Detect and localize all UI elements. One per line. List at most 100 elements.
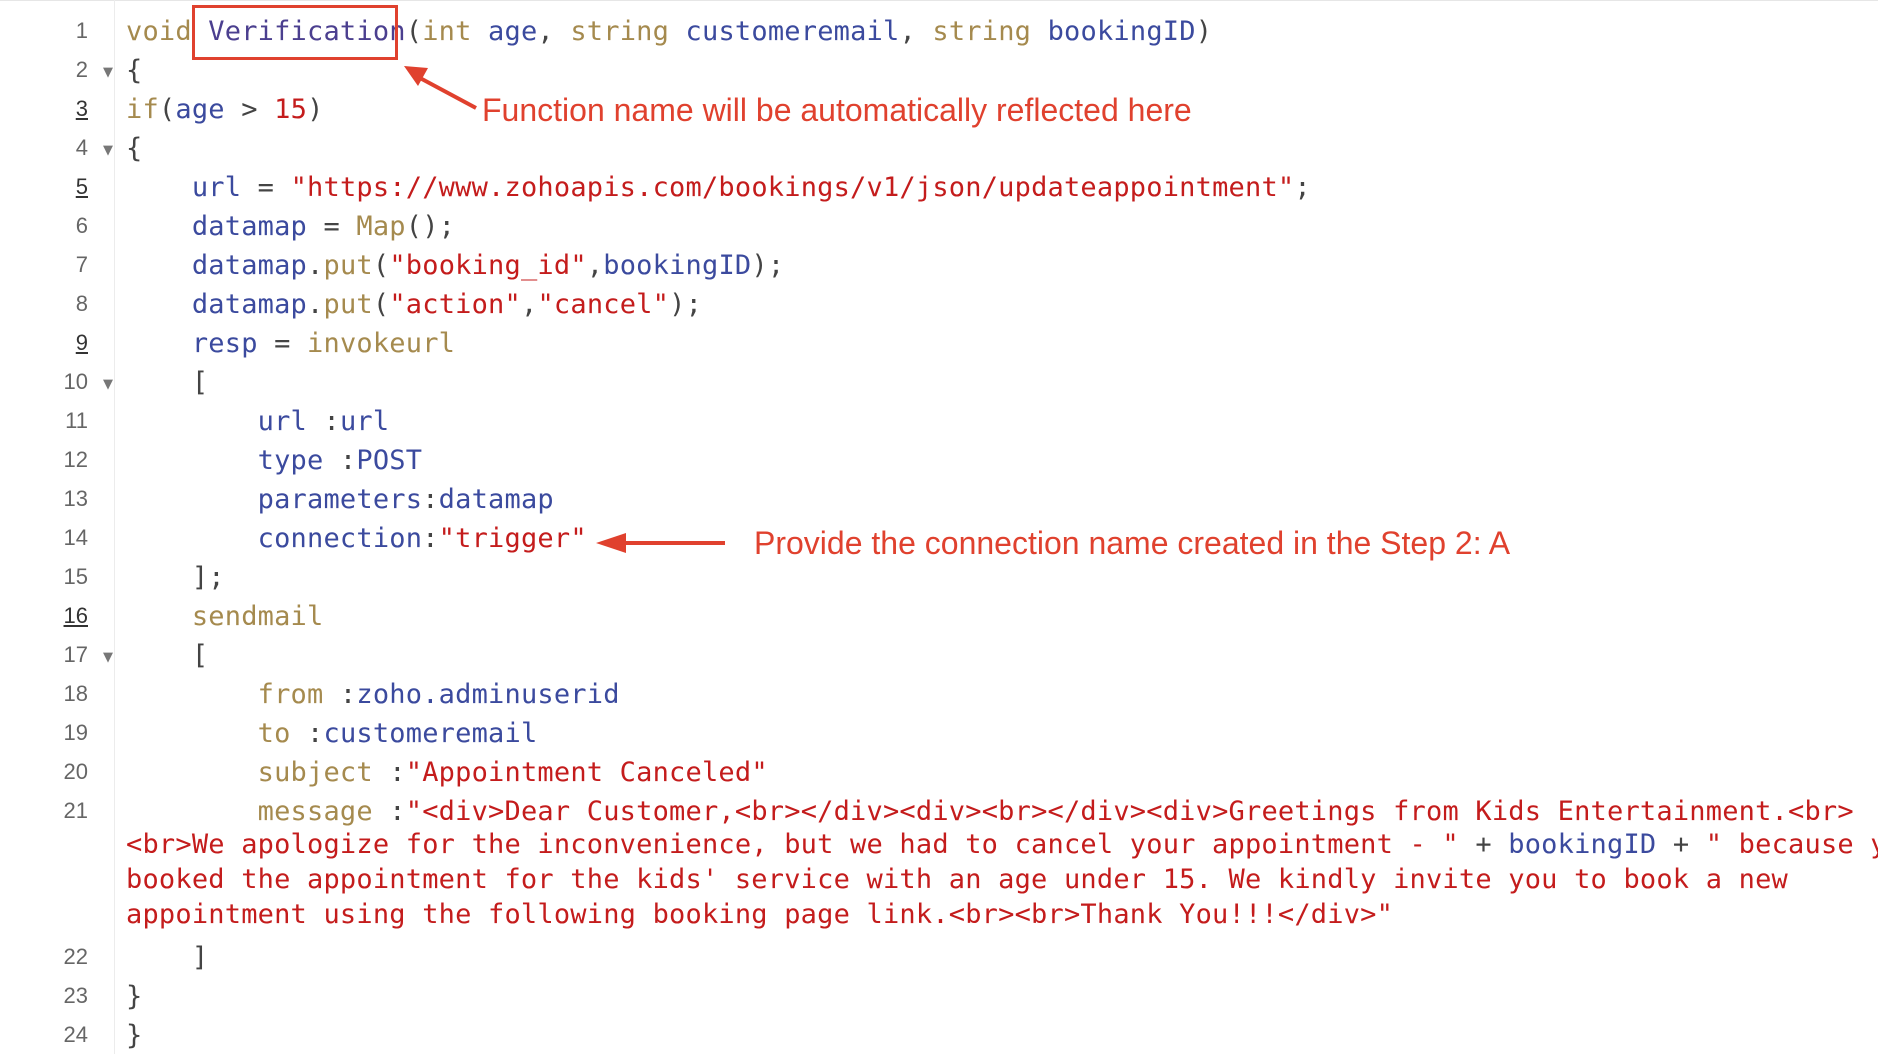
code-line: 22 ]	[0, 938, 1878, 977]
line-number: 14	[63, 525, 88, 550]
line-number: 1	[75, 18, 88, 43]
code-token: connection	[126, 523, 423, 554]
code-token: :	[307, 718, 324, 749]
code-token: :	[339, 445, 357, 476]
code-token: ];	[126, 562, 225, 593]
line-number: 17	[63, 642, 88, 667]
code-token: "cancel"	[537, 289, 670, 320]
connection-name-annotation: Provide the connection name created in t…	[754, 525, 1511, 561]
code-token: "https://www.zohoapis.com/bookings/v1/js…	[290, 172, 1295, 203]
code-line: 13 parameters:datamap	[0, 480, 1878, 519]
code-token: subject	[126, 757, 390, 788]
code-text: datamap.put("booking_id",bookingID);	[126, 249, 784, 283]
fold-toggle-icon[interactable]: ▼	[103, 377, 113, 392]
code-text: ];	[126, 561, 225, 595]
code-token: );	[669, 289, 703, 320]
code-token: string	[932, 16, 1048, 47]
code-token: ();	[405, 211, 456, 242]
code-token: (	[405, 16, 423, 47]
code-token: :	[422, 523, 439, 554]
line-number: 4	[75, 135, 88, 160]
fold-toggle-icon[interactable]: ▼	[103, 143, 113, 158]
code-token: string	[570, 16, 686, 47]
code-text: message :"<div>Dear Customer,<br></div><…	[126, 795, 1854, 829]
code-token: booked the appointment for the kids' ser…	[126, 864, 1788, 895]
line-number: 7	[75, 252, 88, 277]
code-token: Map	[356, 211, 406, 242]
code-line: 8 datamap.put("action","cancel");	[0, 285, 1878, 324]
code-token: :	[422, 484, 439, 515]
code-token: zoho.adminuserid	[356, 679, 620, 710]
code-token: POST	[356, 445, 423, 476]
line-number: 2	[75, 57, 88, 82]
code-text: sendmail	[126, 600, 323, 634]
code-token: +	[1475, 829, 1509, 860]
line-number: 24	[63, 1022, 88, 1047]
code-token: datamap	[126, 250, 308, 281]
line-number: 13	[63, 486, 88, 511]
line-number: 6	[75, 213, 88, 238]
code-line: 4 ▼ {	[0, 129, 1878, 168]
code-token: :	[389, 757, 406, 788]
code-token: url	[126, 172, 242, 203]
code-line: 16 sendmail	[0, 597, 1878, 636]
code-token: datamap	[438, 484, 554, 515]
code-line-continuation: <br>We apologize for the inconvenience, …	[0, 827, 1878, 866]
code-token: bookingID	[1047, 16, 1196, 47]
code-token: type	[126, 445, 340, 476]
code-text: appointment using the following booking …	[126, 897, 1393, 932]
fold-toggle-icon[interactable]: ▼	[103, 65, 113, 80]
line-number: 19	[63, 720, 88, 745]
code-line: 19 to :customeremail	[0, 714, 1878, 753]
code-token: int	[422, 16, 489, 47]
fold-toggle-icon[interactable]: ▼	[103, 650, 113, 665]
code-text: {	[126, 132, 142, 166]
code-token: datamap	[126, 289, 308, 320]
code-token: message	[126, 796, 390, 827]
code-text: connection:"trigger"	[126, 522, 587, 556]
code-token: age	[488, 16, 538, 47]
code-token: "<div>Dear Customer,<br></div><div><br><…	[405, 796, 1854, 827]
code-text: subject :"Appointment Canceled"	[126, 756, 768, 790]
code-token: bookingID	[1508, 829, 1657, 860]
code-text: datamap.put("action","cancel");	[126, 288, 702, 322]
code-token: }	[126, 981, 143, 1012]
code-token: url	[126, 406, 324, 437]
code-token: " because you	[1705, 829, 1878, 860]
code-line: 5 url = "https://www.zohoapis.com/bookin…	[0, 168, 1878, 207]
code-line-continuation: appointment using the following booking …	[0, 897, 1878, 936]
code-token: {	[126, 55, 143, 86]
code-token: (	[372, 289, 390, 320]
code-token: customeremail	[685, 16, 900, 47]
code-text: type :POST	[126, 444, 422, 478]
code-line: 17 ▼ [	[0, 636, 1878, 675]
code-token: :	[323, 406, 340, 437]
code-line: 11 url :url	[0, 402, 1878, 441]
code-line: 9 resp = invokeurl	[0, 324, 1878, 363]
code-token: [	[126, 640, 209, 671]
line-number: 8	[75, 291, 88, 316]
line-number: 11	[65, 408, 88, 433]
code-text: if(age > 15)	[126, 93, 324, 127]
code-token: =	[241, 172, 291, 203]
code-text: booked the appointment for the kids' ser…	[126, 862, 1788, 897]
code-token: )	[1195, 16, 1213, 47]
line-number: 10	[63, 369, 88, 394]
code-token: ]	[126, 942, 209, 973]
editor-top-border	[0, 0, 1878, 1]
line-number: 12	[63, 447, 88, 472]
code-text: void Verification(int age, string custom…	[126, 15, 1212, 49]
code-token: resp	[126, 328, 258, 359]
code-line: 15 ];	[0, 558, 1878, 597]
code-token: (	[158, 94, 176, 125]
code-text: <br>We apologize for the inconvenience, …	[126, 827, 1878, 862]
code-token: (	[372, 250, 390, 281]
code-token: ;	[1294, 172, 1311, 203]
code-text: url = "https://www.zohoapis.com/bookings…	[126, 171, 1311, 205]
code-token: ,	[520, 289, 538, 320]
code-token: =	[257, 328, 308, 359]
code-token: "action"	[389, 289, 521, 320]
code-token: invokeurl	[307, 328, 456, 359]
function-name-highlight-box	[192, 5, 398, 60]
